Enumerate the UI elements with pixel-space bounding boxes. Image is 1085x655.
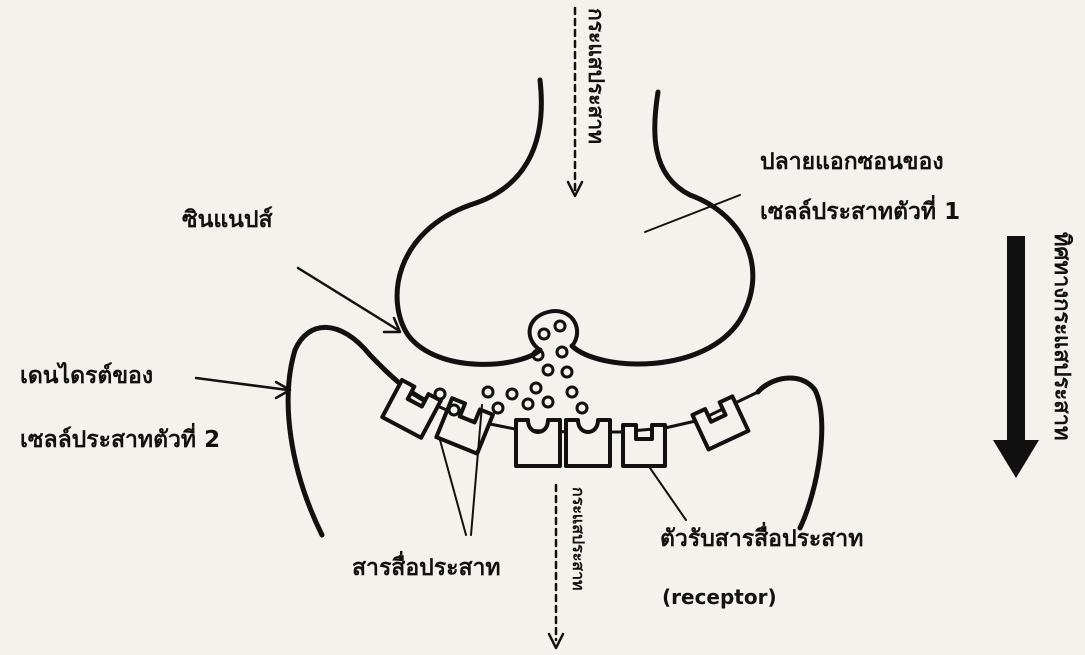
signal-label-bottom: กระแสประสาท [565, 487, 590, 591]
synapse-label: ซินแนปส์ [182, 208, 273, 233]
pointer-synapse [298, 268, 398, 330]
pointer-dendrite [196, 378, 288, 390]
axon-terminal-label-line1: ปลายแอกซอนของ [760, 150, 944, 175]
receptor [382, 380, 441, 438]
receptor [516, 420, 560, 466]
direction-arrow [993, 236, 1039, 478]
pointer-neurotransmitter-1 [440, 440, 466, 535]
signal-label-top: กระแสประสาท [579, 8, 612, 144]
receptor [436, 398, 493, 453]
dendrite-label-line2: เซลล์ประสาทตัวที่ 2 [20, 428, 220, 453]
vesicle-release [530, 311, 578, 350]
receptor-label-line1: ตัวรับสารสื่อประสาท [660, 527, 863, 552]
direction-label: ทิศทางกระแสประสาท [1045, 232, 1080, 441]
pointer-receptor [650, 468, 686, 520]
dendrite-label-line1: เดนไดรต์ของ [20, 364, 153, 389]
receptor [566, 420, 610, 466]
receptor [692, 396, 748, 449]
neurotransmitter-label: สารสื่อประสาท [352, 556, 501, 581]
receptor-label-line2: (receptor) [662, 586, 777, 608]
axon-terminal-label-line2: เซลล์ประสาทตัวที่ 1 [760, 200, 960, 225]
